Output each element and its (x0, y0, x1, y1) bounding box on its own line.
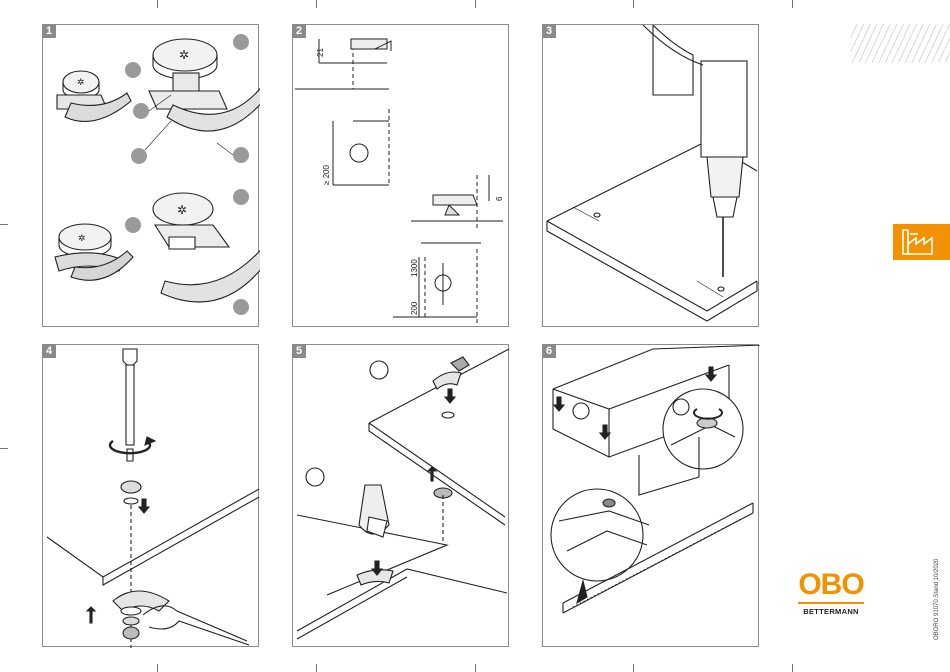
logo-subtext: BETTERMANN (798, 607, 864, 616)
dimension-label: 1300 (410, 259, 419, 277)
logo-divider (798, 602, 864, 604)
dimension-label: 21 (316, 48, 325, 57)
crop-mark (0, 448, 8, 449)
dimension-label: 200 (410, 301, 419, 315)
dimension-label: 6 (495, 196, 504, 201)
fastener-variants-illustration: ✲ ✲ ✲ ✲ (43, 25, 260, 328)
obo-logo: OBO BETTERMANN (798, 570, 864, 616)
screw-installation-illustration (43, 345, 260, 648)
step-number: 4 (42, 344, 56, 358)
clip-mounting-illustration (293, 345, 510, 648)
step-number: 6 (542, 344, 556, 358)
crop-mark (475, 0, 476, 8)
step-panel-4: 4 (42, 344, 259, 647)
crop-mark (0, 224, 8, 225)
svg-text:✲: ✲ (177, 203, 187, 217)
step-panel-2: 21 ≥ 200 6 1300 200 2 (292, 24, 509, 327)
category-tab (893, 224, 950, 260)
crop-mark (792, 0, 793, 8)
svg-text:✲: ✲ (179, 48, 189, 62)
step-number: 3 (542, 24, 556, 38)
cable-tray-assembly-illustration (543, 345, 760, 648)
crop-mark (316, 0, 317, 8)
crop-mark (633, 0, 634, 8)
factory-icon (893, 224, 950, 260)
step-panel-1: ✲ ✲ ✲ ✲ (42, 24, 259, 327)
hatch-pattern (851, 24, 950, 63)
step-number: 5 (292, 344, 306, 358)
logo-text: OBO (798, 570, 863, 600)
crop-mark (792, 664, 793, 672)
svg-text:✲: ✲ (77, 77, 85, 87)
crop-mark (633, 664, 634, 672)
dimension-label: ≥ 200 (322, 164, 331, 185)
step-number: 2 (292, 24, 306, 38)
dimension-drawing: 21 ≥ 200 6 1300 200 (293, 25, 510, 328)
crop-mark (316, 664, 317, 672)
crop-mark (157, 0, 158, 8)
step-panel-3: 3 (542, 24, 759, 327)
crop-mark (475, 664, 476, 672)
drilling-illustration (543, 25, 760, 328)
svg-text:✲: ✲ (78, 233, 86, 243)
crop-mark (157, 664, 158, 672)
step-panel-6: 6 (542, 344, 759, 647)
step-number: 1 (42, 24, 56, 38)
step-panel-5: 5 (292, 344, 509, 647)
document-code: OBORO 91070 Stand 10/2020 (934, 559, 940, 640)
